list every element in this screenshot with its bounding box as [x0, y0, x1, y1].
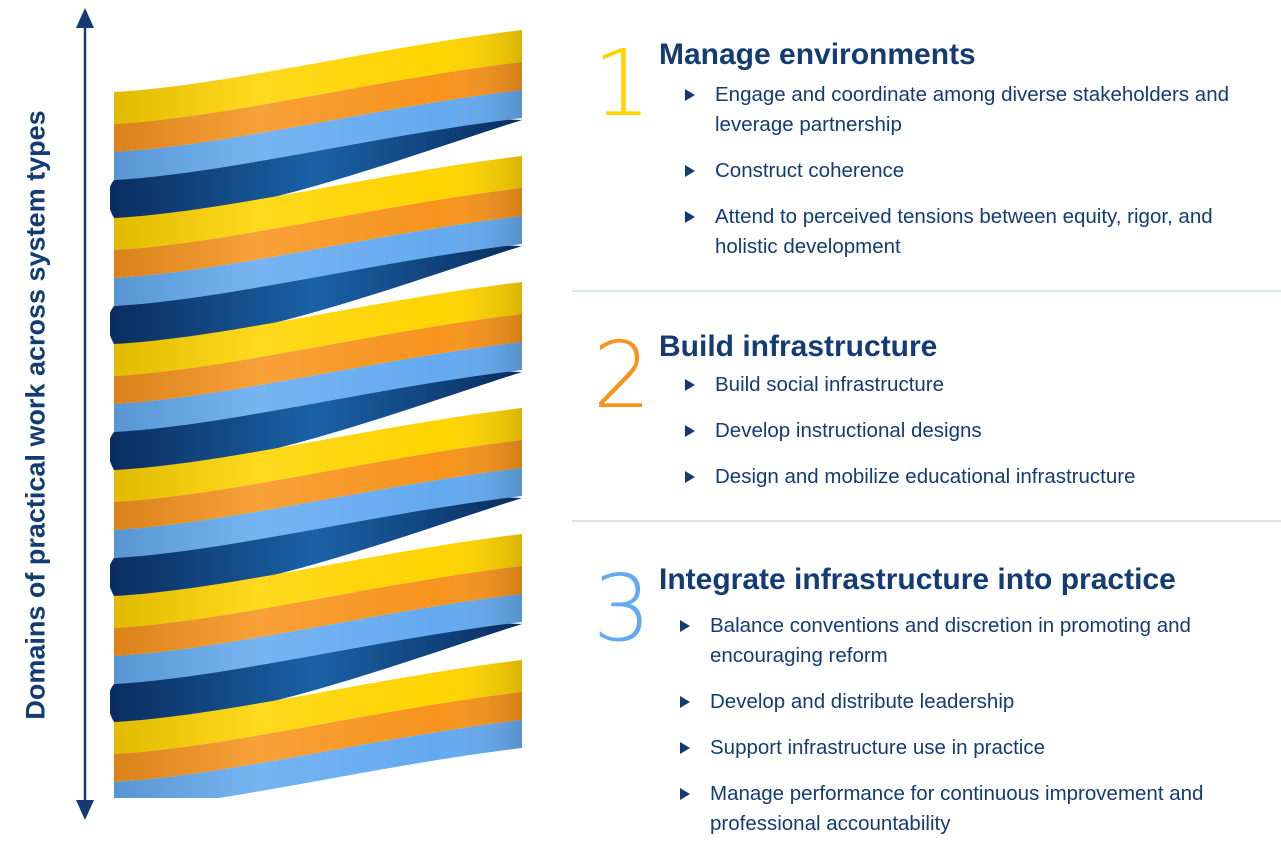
bullet-item: Develop and distribute leadership: [680, 687, 1260, 717]
bullet-marker-icon: [685, 379, 695, 391]
helix-front-strips: [114, 30, 522, 798]
bullet-marker-icon: [685, 165, 695, 177]
bullet-item: Support infrastructure use in practice: [680, 733, 1260, 763]
helix-front-shade: [114, 30, 522, 180]
helix-back-strip: [110, 371, 522, 471]
bullet-item: Develop instructional designs: [685, 416, 1265, 446]
helix-back-strip: [110, 497, 522, 597]
helix-back-strips: [110, 119, 522, 723]
vertical-double-arrow: [76, 8, 94, 820]
bullet-item: Attend to perceived tensions between equ…: [685, 202, 1265, 262]
bullet-marker-icon: [685, 425, 695, 437]
section-number-1: 1: [592, 30, 652, 137]
helix-back-strip: [110, 245, 522, 345]
bullet-marker-icon: [685, 471, 695, 483]
bullet-list-1: Engage and coordinate among diverse stak…: [685, 80, 1265, 278]
bullet-marker-icon: [680, 620, 690, 632]
bullet-marker-icon: [685, 89, 695, 101]
helix-front-shade: [114, 408, 522, 558]
bullet-item: Construct coherence: [685, 156, 1265, 186]
bullet-marker-icon: [685, 211, 695, 223]
section-divider: [572, 520, 1281, 522]
helix-front-shade: [114, 156, 522, 306]
bullet-item: Engage and coordinate among diverse stak…: [685, 80, 1265, 140]
bullet-item: Build social infrastructure: [685, 370, 1265, 400]
section-number-2: 2: [592, 322, 652, 429]
helix-back-strip: [110, 119, 522, 219]
bullet-item: Design and mobilize educational infrastr…: [685, 462, 1265, 492]
bullet-item: Balance conventions and discretion in pr…: [680, 611, 1260, 671]
bullet-list-2: Build social infrastructure Develop inst…: [685, 370, 1265, 508]
bullet-marker-icon: [680, 742, 690, 754]
helix-back-strip: [110, 623, 522, 723]
bullet-marker-icon: [680, 696, 690, 708]
section-title-2: Build infrastructure: [659, 330, 938, 363]
helix-ribbon: [110, 30, 522, 798]
section-number-3: 3: [592, 555, 652, 662]
section-divider: [572, 290, 1281, 292]
helix-front-shade: [114, 660, 522, 798]
helix-front-shade: [114, 534, 522, 684]
bullet-list-3: Balance conventions and discretion in pr…: [680, 611, 1260, 855]
bullet-item: Manage performance for continuous improv…: [680, 779, 1260, 839]
axis-label: Domains of practical work across system …: [20, 110, 51, 720]
bullet-marker-icon: [680, 788, 690, 800]
section-title-3: Integrate infrastructure into practice: [659, 563, 1176, 596]
section-title-1: Manage environments: [659, 38, 976, 71]
helix-front-shade: [114, 282, 522, 432]
